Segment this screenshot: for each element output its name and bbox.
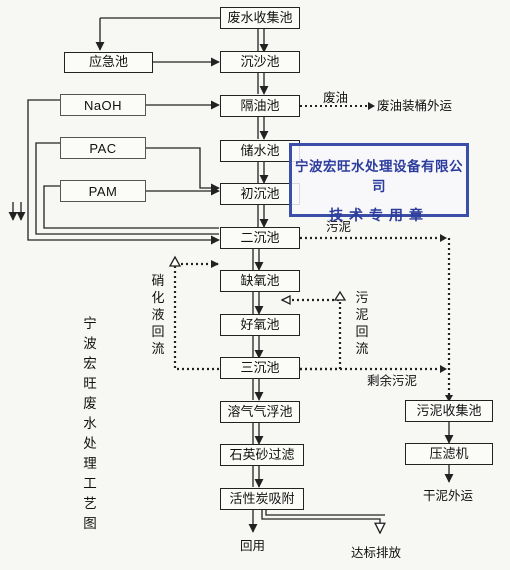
pipe-carbon-discharge <box>261 510 380 533</box>
waste-oil-destination-label: 废油装桶外运 <box>377 98 453 113</box>
grit-chamber: 沉沙池 <box>220 51 300 73</box>
emergency-tank: 应急池 <box>64 52 153 73</box>
tertiary-clarifier: 三沉池 <box>220 357 300 379</box>
company-seal-stamp: 宁波宏旺水处理设备有限公司 技术专用章 <box>289 143 469 224</box>
reuse-label: 回用 <box>240 538 266 553</box>
excess-sludge-label: 剩余污泥 <box>367 373 418 388</box>
aerobic-tank: 好氧池 <box>220 314 300 336</box>
sludge-collection-tank: 污泥收集池 <box>405 400 493 422</box>
dry-sludge-label: 干泥外运 <box>423 488 474 503</box>
wastewater-collection-tank: 废水收集池 <box>220 7 300 29</box>
oil-separator: 隔油池 <box>220 95 300 117</box>
stamp-purpose: 技术专用章 <box>329 208 429 224</box>
secondary-clarifier: 二沉池 <box>220 227 300 249</box>
sand-filter: 石英砂过滤 <box>220 444 304 466</box>
discharge-label: 达标排放 <box>351 545 402 560</box>
diagram-title: 宁波宏旺废水处理工艺图 <box>83 316 97 532</box>
pac-dosing-box: PAC <box>60 137 146 159</box>
sludge-label: 污泥 <box>326 219 352 234</box>
stamp-company-name: 宁波宏旺水处理设备有限公司 <box>295 159 463 195</box>
primary-clarifier: 初沉池 <box>220 183 300 205</box>
filter-press: 压滤机 <box>405 443 493 465</box>
storage-tank: 储水池 <box>220 140 300 162</box>
daf-tank: 溶气气浮池 <box>220 401 300 423</box>
anoxic-tank: 缺氧池 <box>220 270 300 292</box>
naoh-dosing-box: NaOH <box>60 94 146 116</box>
carbon-adsorption: 活性炭吸附 <box>220 488 304 510</box>
waste-oil-label: 废油 <box>323 90 349 105</box>
nitrate-return-line <box>173 262 219 371</box>
dose-pac <box>145 147 220 193</box>
sludge-return-label: 污泥回流 <box>355 291 369 357</box>
nitrate-return-label: 硝化液回流 <box>151 274 165 357</box>
sludge-return-line <box>282 298 342 371</box>
pam-dosing-box: PAM <box>60 180 146 202</box>
